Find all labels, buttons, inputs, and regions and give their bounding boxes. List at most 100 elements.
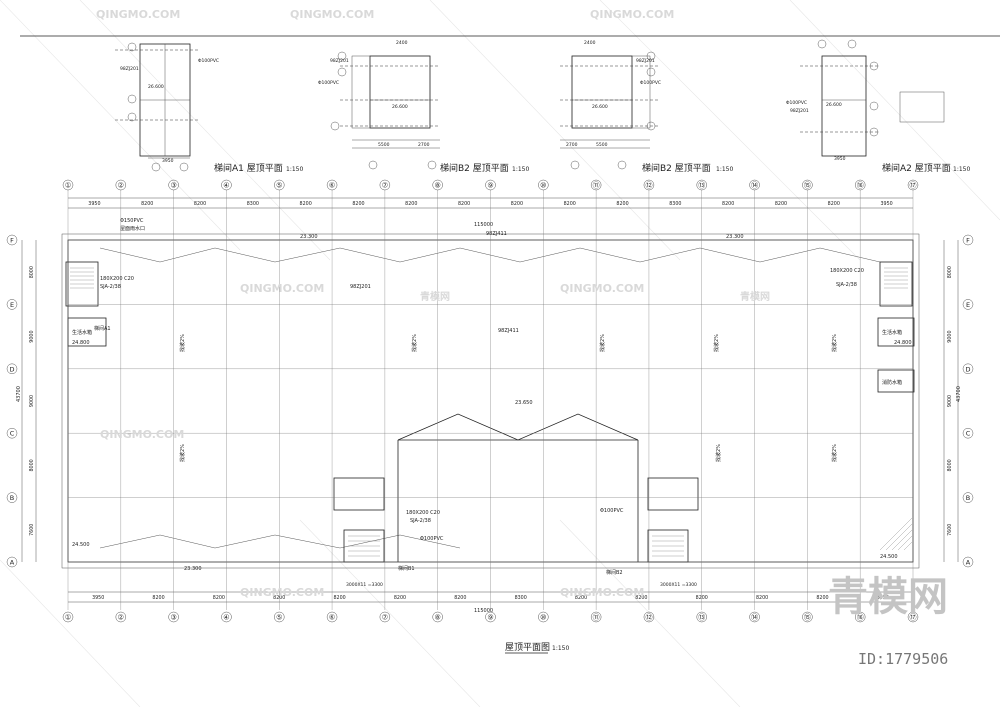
slope-4: 找坡2% — [713, 334, 720, 352]
water-tank-left-label: 生活水箱 — [72, 329, 92, 336]
gutter-label-right: 180X200 C20 — [830, 268, 864, 274]
axis-bubble — [379, 611, 391, 623]
axis-number: ⑰ — [910, 182, 917, 190]
dim-bottom: 8200 — [454, 595, 466, 601]
ref-label-2: 98ZJ411 — [486, 231, 507, 237]
dim-top: 8200 — [405, 201, 417, 207]
axis-bubble — [538, 179, 549, 191]
main-plan: 生活水箱 生活水箱 消防水箱 Φ150PVC 屋面雨水口 23.300 23.3… — [16, 197, 962, 614]
detail-b2-pvc: Φ100PVC — [640, 80, 661, 86]
axis-number: ⑤ — [276, 614, 282, 622]
dim-right: 9000 — [947, 330, 953, 342]
axis-number: ⑧ — [435, 182, 441, 190]
dim-bottom: 8200 — [152, 595, 164, 601]
dim-right: 9000 — [947, 395, 953, 407]
elev-bottom-left: 24.500 — [72, 542, 90, 548]
axis-bubble — [326, 179, 338, 191]
axis-bubble — [432, 179, 443, 191]
detail-a1-dim: 3950 — [162, 158, 174, 164]
axis-bubble — [962, 492, 974, 503]
slope-2: 找坡2% — [411, 334, 418, 352]
dim-top: 8200 — [828, 201, 840, 207]
slope-8: 找坡2% — [831, 444, 838, 462]
dim-right: 8000 — [947, 266, 953, 278]
detail-a2: 3950 26.600 98ZJ201 Φ100PVC 梯间A2 屋顶平面 1:… — [786, 39, 970, 174]
sja-label-bottom: SJA-2/38 — [410, 518, 431, 524]
detail-a1: 26.600 98ZJ201 Φ100PVC 3950 梯间A1 屋顶平面 1:… — [115, 42, 303, 174]
axis-bubble — [168, 611, 179, 623]
detail-b2-scale: 1:150 — [716, 166, 733, 173]
axis-bubble — [854, 179, 866, 191]
dim-top: 3950 — [88, 201, 100, 207]
axis-number: ① — [65, 182, 71, 190]
axis-grid — [67, 190, 914, 610]
axis-number: ⑭ — [751, 614, 758, 622]
dim-bottom: 8200 — [756, 595, 768, 601]
axis-letter: B — [966, 494, 970, 502]
dim-bottom: 8300 — [515, 595, 527, 601]
axis-number: ⑥ — [329, 614, 335, 622]
detail-a1-title: 梯间A1 屋顶平面 — [214, 162, 283, 174]
axis-bubble — [168, 179, 179, 191]
axis-bubble — [6, 234, 18, 246]
detail-a2-pvc: Φ100PVC — [786, 100, 807, 106]
elev-ridge: 23.650 — [515, 400, 533, 406]
axis-letter: D — [9, 365, 14, 373]
plan-scale: 1:150 — [552, 645, 569, 652]
axis-number: ③ — [170, 614, 176, 622]
detail-a1-ref: 98ZJ201 — [120, 66, 139, 72]
axis-number: ⑤ — [276, 182, 282, 190]
axis-letter: E — [966, 301, 970, 309]
detail-b1-pvc: Φ100PVC — [318, 80, 339, 86]
axis-bubble — [590, 179, 602, 191]
axis-number: ⑨ — [487, 182, 493, 190]
dim-left: 9000 — [29, 395, 35, 407]
axis-number: ⑪ — [593, 614, 600, 622]
image-id: ID:1779506 — [858, 650, 948, 668]
watermark-site: QINGMO.COM — [96, 8, 180, 21]
slope-3: 找坡2% — [599, 334, 606, 352]
plan-title: 屋顶平面图 — [505, 642, 550, 653]
water-tank-right-label: 生活水箱 — [882, 329, 902, 336]
detail-b2: 2400 2700 5500 26.600 98ZJ201 Φ100PVC 梯间… — [560, 40, 733, 174]
axis-bubble — [62, 611, 74, 623]
watermark-site: QINGMO.COM — [100, 428, 184, 441]
detail-a2-scale: 1:150 — [953, 166, 970, 173]
dim-top: 8200 — [616, 201, 628, 207]
dim-top: 8200 — [511, 201, 523, 207]
detail-a2-elev: 26.600 — [826, 102, 842, 108]
axis-number: ⑧ — [435, 614, 441, 622]
elev-bottom-right: 24.500 — [880, 554, 898, 560]
dim-bottom: 8200 — [696, 595, 708, 601]
stair-b1-label: 梯间B1 — [398, 565, 415, 572]
fire-tank — [877, 369, 915, 393]
axis-bubble — [379, 179, 391, 191]
axis-bubble — [907, 611, 919, 623]
axis-bubble — [907, 179, 919, 191]
detail-b1-dim-1: 5500 — [378, 142, 390, 148]
stair-b2-label: 梯间B2 — [606, 569, 623, 576]
elev-tank: 24.800 — [72, 340, 90, 346]
dim-top: 8300 — [669, 201, 681, 207]
axis-bubble — [538, 611, 549, 623]
axis-bubble — [749, 611, 760, 623]
axis-bubble — [6, 299, 18, 310]
gutter-label: 180X200 C20 — [100, 276, 134, 282]
detail-b1-title: 梯间B2 屋顶平面 — [440, 162, 509, 174]
axis-bubble — [274, 179, 285, 191]
dim-bottom: 8200 — [213, 595, 225, 601]
axis-bubble — [6, 427, 18, 439]
dim-top: 8200 — [564, 201, 576, 207]
stair-room-b1-top — [333, 477, 385, 511]
pvc-100-label: Φ100PVC — [420, 536, 444, 542]
stair-room-b2-top — [647, 477, 699, 511]
gutter-label-bottom: 180X200 C20 — [406, 510, 440, 516]
axis-bubble — [696, 179, 707, 191]
ref-label-3: 98ZJ411 — [498, 328, 519, 334]
dim-bottom: 8200 — [575, 595, 587, 601]
dim-bottom: 8200 — [333, 595, 345, 601]
axis-number: ② — [118, 614, 124, 622]
watermark-site: QINGMO.COM — [240, 586, 324, 599]
